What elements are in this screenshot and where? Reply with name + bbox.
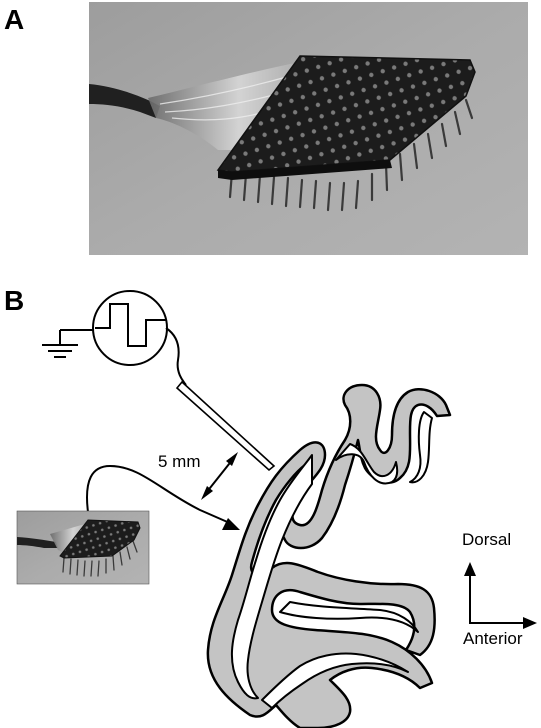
stimulator-circuit — [42, 290, 187, 386]
electrode-array-photo — [89, 2, 528, 255]
anterior-label: Anterior — [463, 629, 523, 648]
anterior-arrowhead — [523, 617, 537, 629]
ground-icon — [42, 344, 78, 358]
stim-lead — [165, 327, 187, 386]
square-wave — [95, 303, 166, 347]
stimulating-electrode — [175, 380, 276, 472]
dorsal-label: Dorsal — [462, 530, 512, 549]
cable — [89, 84, 160, 118]
scale-bar-arrow — [201, 452, 238, 500]
sulcus-bottom — [261, 652, 409, 709]
orientation-axes — [464, 562, 537, 629]
needles — [228, 98, 474, 212]
sulci — [230, 411, 433, 709]
cortex-outline — [206, 383, 452, 728]
sulcus-main — [230, 454, 313, 700]
array-inset-photo — [16, 510, 150, 585]
panel-b-label: B — [4, 285, 25, 316]
dorsal-arrowhead — [464, 562, 476, 576]
scale-bar-label: 5 mm — [158, 452, 201, 471]
array-lead — [86, 464, 240, 530]
panel-a-label: A — [4, 4, 25, 35]
sulcus-middle — [279, 601, 419, 633]
array-top — [216, 55, 476, 173]
sulcus-top — [335, 443, 399, 485]
sulcus-right — [409, 411, 433, 484]
array-edge — [218, 160, 392, 180]
